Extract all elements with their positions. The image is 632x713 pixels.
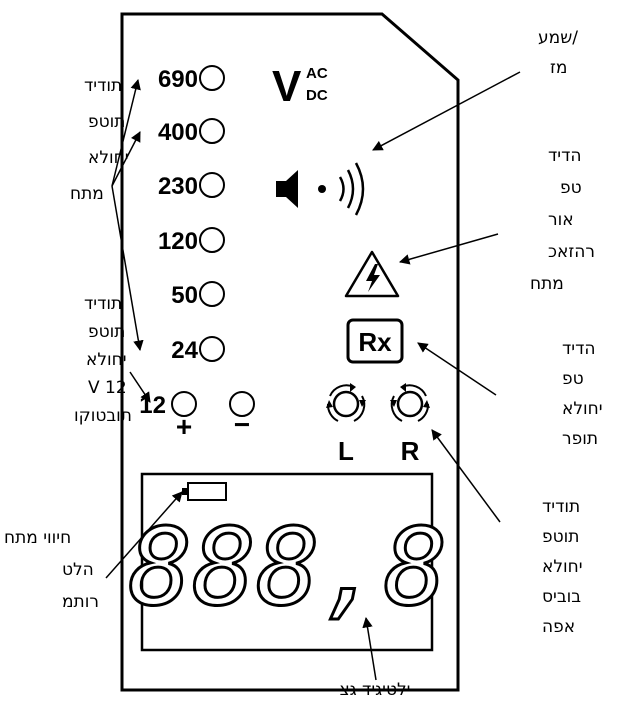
- annotation-rx-led: הדיד טפ יחולא תופר: [562, 339, 603, 449]
- voltage-led: [199, 336, 225, 362]
- annotation-lcd: ילטיגיד גצ: [339, 680, 411, 700]
- arrow-danger: [398, 233, 499, 265]
- voltage-level-label: 690: [158, 66, 198, 93]
- svg-text:V: V: [272, 62, 302, 111]
- arrow-rotation: [431, 429, 501, 523]
- voltage-level-label: 120: [158, 228, 198, 255]
- battery-icon: [187, 482, 227, 501]
- arrow-voltage-top-690: [111, 78, 141, 187]
- annotation-rotation-leds: תודיד תוטפ יחולא בוביס אפה: [542, 497, 583, 637]
- polarity-plus-led: [171, 391, 197, 417]
- polarity-minus-led: [229, 391, 255, 417]
- voltage-led: [199, 227, 225, 253]
- annotation-danger-led: הדיד טפ אור רהזאכ מתח: [530, 146, 595, 294]
- annotation-arrows: [105, 71, 521, 681]
- rotation-left-label: L: [338, 436, 354, 466]
- annotation-voltage-leds-bottom: תודיד תוטפ יחולא V 12 תובטוקו: [74, 294, 132, 426]
- lcd-display: 888,8: [127, 472, 449, 652]
- rotation-left-led: L: [326, 383, 366, 466]
- arrow-beeper: [372, 71, 521, 151]
- voltage-led: [199, 118, 225, 144]
- voltage-led: [199, 281, 225, 307]
- arrow-rx: [417, 342, 497, 396]
- lcd-digits: 888,8: [128, 506, 447, 629]
- voltage-level-label: 230: [158, 173, 198, 200]
- voltage-level-label: 24: [171, 337, 198, 364]
- voltage-led: [199, 65, 225, 91]
- rotation-right-led: R: [390, 383, 430, 466]
- arrow-battery: [105, 491, 183, 579]
- voltage-led: [199, 172, 225, 198]
- speaker-icon: [276, 162, 365, 216]
- voltage-level-label: 50: [171, 282, 198, 309]
- rx-indicator: Rx: [346, 318, 404, 364]
- rx-label: Rx: [358, 327, 392, 357]
- arrow-voltage-top-400: [111, 131, 141, 187]
- annotation-battery: חיווי מתח הלט רותמ: [4, 528, 99, 612]
- svg-text:AC: AC: [306, 65, 328, 82]
- annotation-beeper: שמע/ מז: [538, 28, 578, 78]
- rotation-right-label: R: [401, 436, 420, 466]
- arrow-lcd: [362, 616, 377, 681]
- annotation-voltage-leds-top: תודיד תוטפ יחולא מתח: [70, 76, 129, 204]
- voltage-level-label: 400: [158, 119, 198, 146]
- voltage-level-label: 12: [139, 392, 166, 419]
- high-voltage-warning-icon: [344, 250, 400, 298]
- arrow-voltage-bottom: [129, 371, 151, 403]
- svg-text:DC: DC: [306, 87, 328, 104]
- arrow-voltage-top-24: [111, 185, 144, 352]
- polarity-plus-label: +: [176, 411, 192, 442]
- voltage-type-label: V AC DC: [272, 62, 328, 111]
- polarity-minus-label: −: [234, 409, 250, 440]
